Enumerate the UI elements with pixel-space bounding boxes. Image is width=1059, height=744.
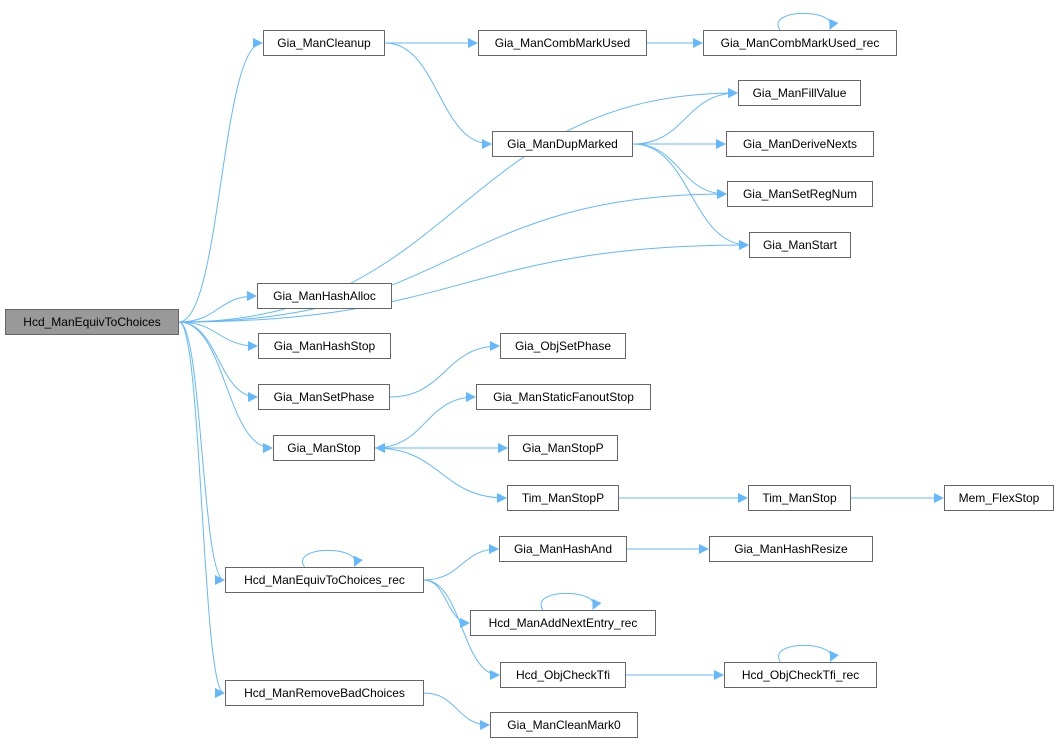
node-gia-mansetphase[interactable]: Gia_ManSetPhase xyxy=(258,384,390,410)
node-gia-mandupmarked[interactable]: Gia_ManDupMarked xyxy=(492,131,633,157)
edge-removebad-to-cleanmark0 xyxy=(423,692,490,730)
edge-stop-to-staticfanoutstop xyxy=(374,392,476,449)
node-gia-mancleanmark0[interactable]: Gia_ManCleanMark0 xyxy=(490,712,638,738)
node-gia-mansetregnum[interactable]: Gia_ManSetRegNum xyxy=(727,181,873,207)
node-gia-manfillvalue[interactable]: Gia_ManFillValue xyxy=(738,80,861,106)
edge-cleanup-to-dupmarked xyxy=(384,42,492,149)
node-hcd-objchecktfi[interactable]: Hcd_ObjCheckTfi xyxy=(500,662,626,688)
node-hcd-manequivtochoices-rec[interactable]: Hcd_ManEquivToChoices_rec xyxy=(225,567,424,593)
node-gia-mancleanup[interactable]: Gia_ManCleanup xyxy=(263,30,385,56)
edge-combmarkused_rec-to-combmarkused_rec xyxy=(777,12,839,31)
node-gia-objsetphase[interactable]: Gia_ObjSetPhase xyxy=(500,333,626,359)
edge-equiv_rec-to-equiv_rec xyxy=(302,549,363,568)
node-gia-manderivenexts[interactable]: Gia_ManDeriveNexts xyxy=(726,131,874,157)
edge-root-to-cleanup xyxy=(178,38,263,323)
node-hcd-manremovebadchoices[interactable]: Hcd_ManRemoveBadChoices xyxy=(225,680,424,706)
node-hcd-manequivtochoices[interactable]: Hcd_ManEquivToChoices xyxy=(5,309,179,335)
node-hcd-manaddnextentry-rec[interactable]: Hcd_ManAddNextEntry_rec xyxy=(470,610,656,636)
edge-root-to-equiv_rec xyxy=(178,321,225,585)
edge-equiv_rec-to-addnextentry xyxy=(423,579,470,628)
node-tim-manstopp[interactable]: Tim_ManStopP xyxy=(507,485,619,511)
node-gia-manstart[interactable]: Gia_ManStart xyxy=(749,232,851,258)
node-hcd-objchecktfi-rec[interactable]: Hcd_ObjCheckTfi_rec xyxy=(724,662,877,688)
edge-equiv_rec-to-hashand xyxy=(423,544,499,581)
node-gia-manhashstop[interactable]: Gia_ManHashStop xyxy=(258,333,391,359)
node-tim-manstop[interactable]: Tim_ManStop xyxy=(748,485,851,511)
node-gia-manhashresize[interactable]: Gia_ManHashResize xyxy=(709,536,873,562)
edge-addnextentry-to-addnextentry xyxy=(540,592,602,611)
node-gia-manstop[interactable]: Gia_ManStop xyxy=(273,435,375,461)
node-gia-manstopp[interactable]: Gia_ManStopP xyxy=(508,435,618,461)
edge-dupmarked-to-start xyxy=(632,143,749,250)
edge-dupmarked-to-fillvalue xyxy=(632,88,738,145)
edge-root-to-stop xyxy=(178,321,273,453)
edge-setphase-to-objsetphase xyxy=(389,341,500,398)
edge-equiv_rec-to-objchecktfi xyxy=(423,579,500,680)
edge-root-to-fillvalue xyxy=(178,88,738,323)
node-gia-mancombmarkused-rec[interactable]: Gia_ManCombMarkUsed_rec xyxy=(703,30,897,56)
edge-root-to-setregnum xyxy=(178,189,727,323)
node-gia-mancombmarkused[interactable]: Gia_ManCombMarkUsed xyxy=(478,30,647,56)
edge-objchecktfi_rec-to-objchecktfi_rec xyxy=(778,644,839,663)
node-mem-flexstop[interactable]: Mem_FlexStop xyxy=(944,485,1054,511)
edge-stop-to-tim_stopp xyxy=(374,447,507,503)
edge-root-to-hashstop xyxy=(178,321,258,351)
edge-root-to-start xyxy=(178,240,749,323)
node-gia-manhashalloc[interactable]: Gia_ManHashAlloc xyxy=(257,283,392,309)
edge-dupmarked-to-setregnum xyxy=(632,143,727,199)
edge-root-to-removebad xyxy=(178,321,225,698)
node-gia-manhashand[interactable]: Gia_ManHashAnd xyxy=(499,536,627,562)
node-gia-manstaticfanoutstop[interactable]: Gia_ManStaticFanoutStop xyxy=(476,384,651,410)
edge-root-to-hashalloc xyxy=(178,291,257,323)
